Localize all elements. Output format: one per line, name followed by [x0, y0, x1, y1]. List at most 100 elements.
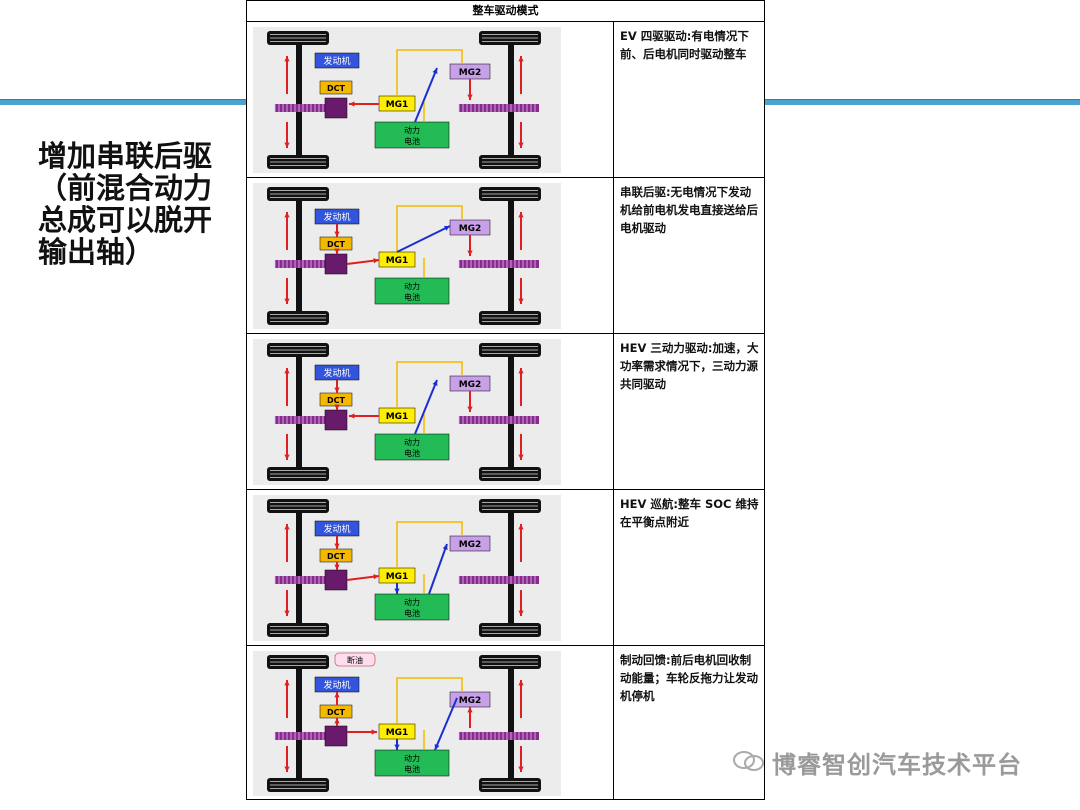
- mg2-label: MG2: [459, 68, 482, 78]
- wheel-arrow-fl-down-head: [284, 610, 290, 616]
- rear-axle: [458, 576, 539, 584]
- wheel-arrow-fl-up-head: [284, 368, 290, 374]
- flow-dct-to-gearbox-head: [334, 248, 340, 254]
- flow-battery-to-mg2-head: [442, 544, 448, 550]
- flow-dct-to-gearbox-head: [334, 404, 340, 410]
- battery-box: [374, 121, 450, 149]
- flow-battery-to-mg2: [414, 379, 438, 435]
- mg1-label: MG1: [386, 100, 409, 110]
- engine-label: 发动机: [323, 211, 350, 223]
- mg1-label: MG1: [386, 412, 409, 422]
- tire-rear-right-bottom: [479, 778, 541, 792]
- wheel-arrow-fl-up-head: [284, 524, 290, 530]
- tire-front-left-bottom: [267, 311, 329, 325]
- mode-diagram-cell: 发动机 DCT MG1 MG2 动力电池: [247, 177, 614, 333]
- wheel-arrow-fl-down-head: [284, 298, 290, 304]
- wheel-arrow-rr-down-head: [518, 142, 524, 148]
- rear-axle-shaft: [508, 513, 514, 623]
- mg2-label: MG2: [459, 224, 482, 234]
- flow-mg1-to-battery-head: [394, 588, 400, 594]
- front-gearbox: [324, 725, 348, 747]
- flow-mg1-to-front-head: [349, 101, 355, 107]
- wheel-arrow-rr-down-head: [518, 766, 524, 772]
- wire-mg1-mg2: [396, 677, 463, 724]
- flow-battery-to-mg2-head: [432, 380, 438, 386]
- header-rule-left: [0, 99, 246, 105]
- side-title-line-4: 输出轴）: [38, 235, 155, 269]
- mg1-label: MG1: [386, 728, 409, 738]
- mode-description: HEV 巡航:整车 SOC 维持在平衡点附近: [620, 497, 759, 529]
- tire-front-left-top: [267, 187, 329, 201]
- flow-gearbox-to-mg1-head: [373, 258, 379, 264]
- battery-label-line2: 电池: [404, 448, 420, 458]
- flow-rear-to-mg2-head: [467, 707, 473, 713]
- wire-mg1-mg2: [396, 49, 463, 96]
- flow-dct-to-engine-head: [334, 692, 340, 698]
- tire-front-left-bottom: [267, 155, 329, 169]
- wheel-arrow-fl-down-head: [284, 766, 290, 772]
- side-title-line-3: 总成可以脱开: [38, 203, 213, 237]
- front-axle-shaft: [296, 357, 302, 467]
- engine-label: 发动机: [323, 367, 350, 379]
- wire-mg1-mg2: [396, 361, 463, 408]
- flow-front-to-mg1-head: [371, 729, 377, 735]
- tire-rear-right-bottom: [479, 467, 541, 481]
- rear-axle-shaft: [508, 357, 514, 467]
- engine-label: 发动机: [323, 523, 350, 535]
- mg1-label: MG1: [386, 256, 409, 266]
- battery-label-line1: 动力: [404, 437, 420, 447]
- wheel-arrow-fl-up-head: [284, 680, 290, 686]
- tire-front-left-top: [267, 655, 329, 669]
- flow-battery-to-mg2-head: [432, 68, 438, 74]
- mode-description: HEV 三动力驱动:加速，大功率需求情况下，三动力源共同驱动: [620, 341, 759, 391]
- rear-axle-shaft: [508, 45, 514, 155]
- battery-box: [374, 593, 450, 621]
- wheel-arrow-rr-up-head: [518, 212, 524, 218]
- battery-label-line1: 动力: [404, 281, 420, 291]
- wheel-arrow-rr-up-head: [518, 368, 524, 374]
- flow-mg1-to-battery-head: [394, 744, 400, 750]
- wire-mg1-mg2: [396, 205, 463, 252]
- flow-mg1-to-mg2: [396, 225, 451, 253]
- flow-mg2-to-battery: [434, 697, 458, 751]
- battery-label-line2: 电池: [404, 292, 420, 302]
- battery-label-line2: 电池: [404, 136, 420, 146]
- flow-mg1-to-front-head: [349, 413, 355, 419]
- wechat-icon: [733, 751, 764, 771]
- fuel-cut-badge: [334, 652, 376, 667]
- front-axle-shaft: [296, 669, 302, 778]
- rear-axle-shaft: [508, 669, 514, 778]
- flow-mg2-to-rear-head: [467, 250, 473, 256]
- battery-label-line1: 动力: [404, 753, 420, 763]
- tire-front-left-top: [267, 343, 329, 357]
- wheel-arrow-rr-down-head: [518, 454, 524, 460]
- mg1-label: MG1: [386, 572, 409, 582]
- wheel-arrow-rr-up-head: [518, 680, 524, 686]
- dct-label: DCT: [327, 240, 346, 249]
- tire-front-left-top: [267, 31, 329, 45]
- mode-description: EV 四驱驱动:有电情况下前、后电机同时驱动整车: [620, 29, 749, 61]
- flow-mg2-to-rear-head: [467, 406, 473, 412]
- wheel-arrow-rr-down-head: [518, 298, 524, 304]
- engine-box: [314, 52, 360, 69]
- dct-label: DCT: [327, 84, 346, 93]
- dct-label: DCT: [327, 396, 346, 405]
- tire-rear-right-top: [479, 655, 541, 669]
- flow-mg2-to-battery-head: [434, 744, 440, 750]
- engine-label: 发动机: [323, 679, 350, 691]
- rear-axle: [458, 104, 539, 112]
- tire-front-left-bottom: [267, 778, 329, 792]
- tire-rear-right-top: [479, 343, 541, 357]
- wheel-arrow-fl-down-head: [284, 142, 290, 148]
- side-title: 增加串联后驱 （前混合动力 总成可以脱开 输出轴）: [38, 140, 238, 268]
- wheel-arrow-fl-up-head: [284, 212, 290, 218]
